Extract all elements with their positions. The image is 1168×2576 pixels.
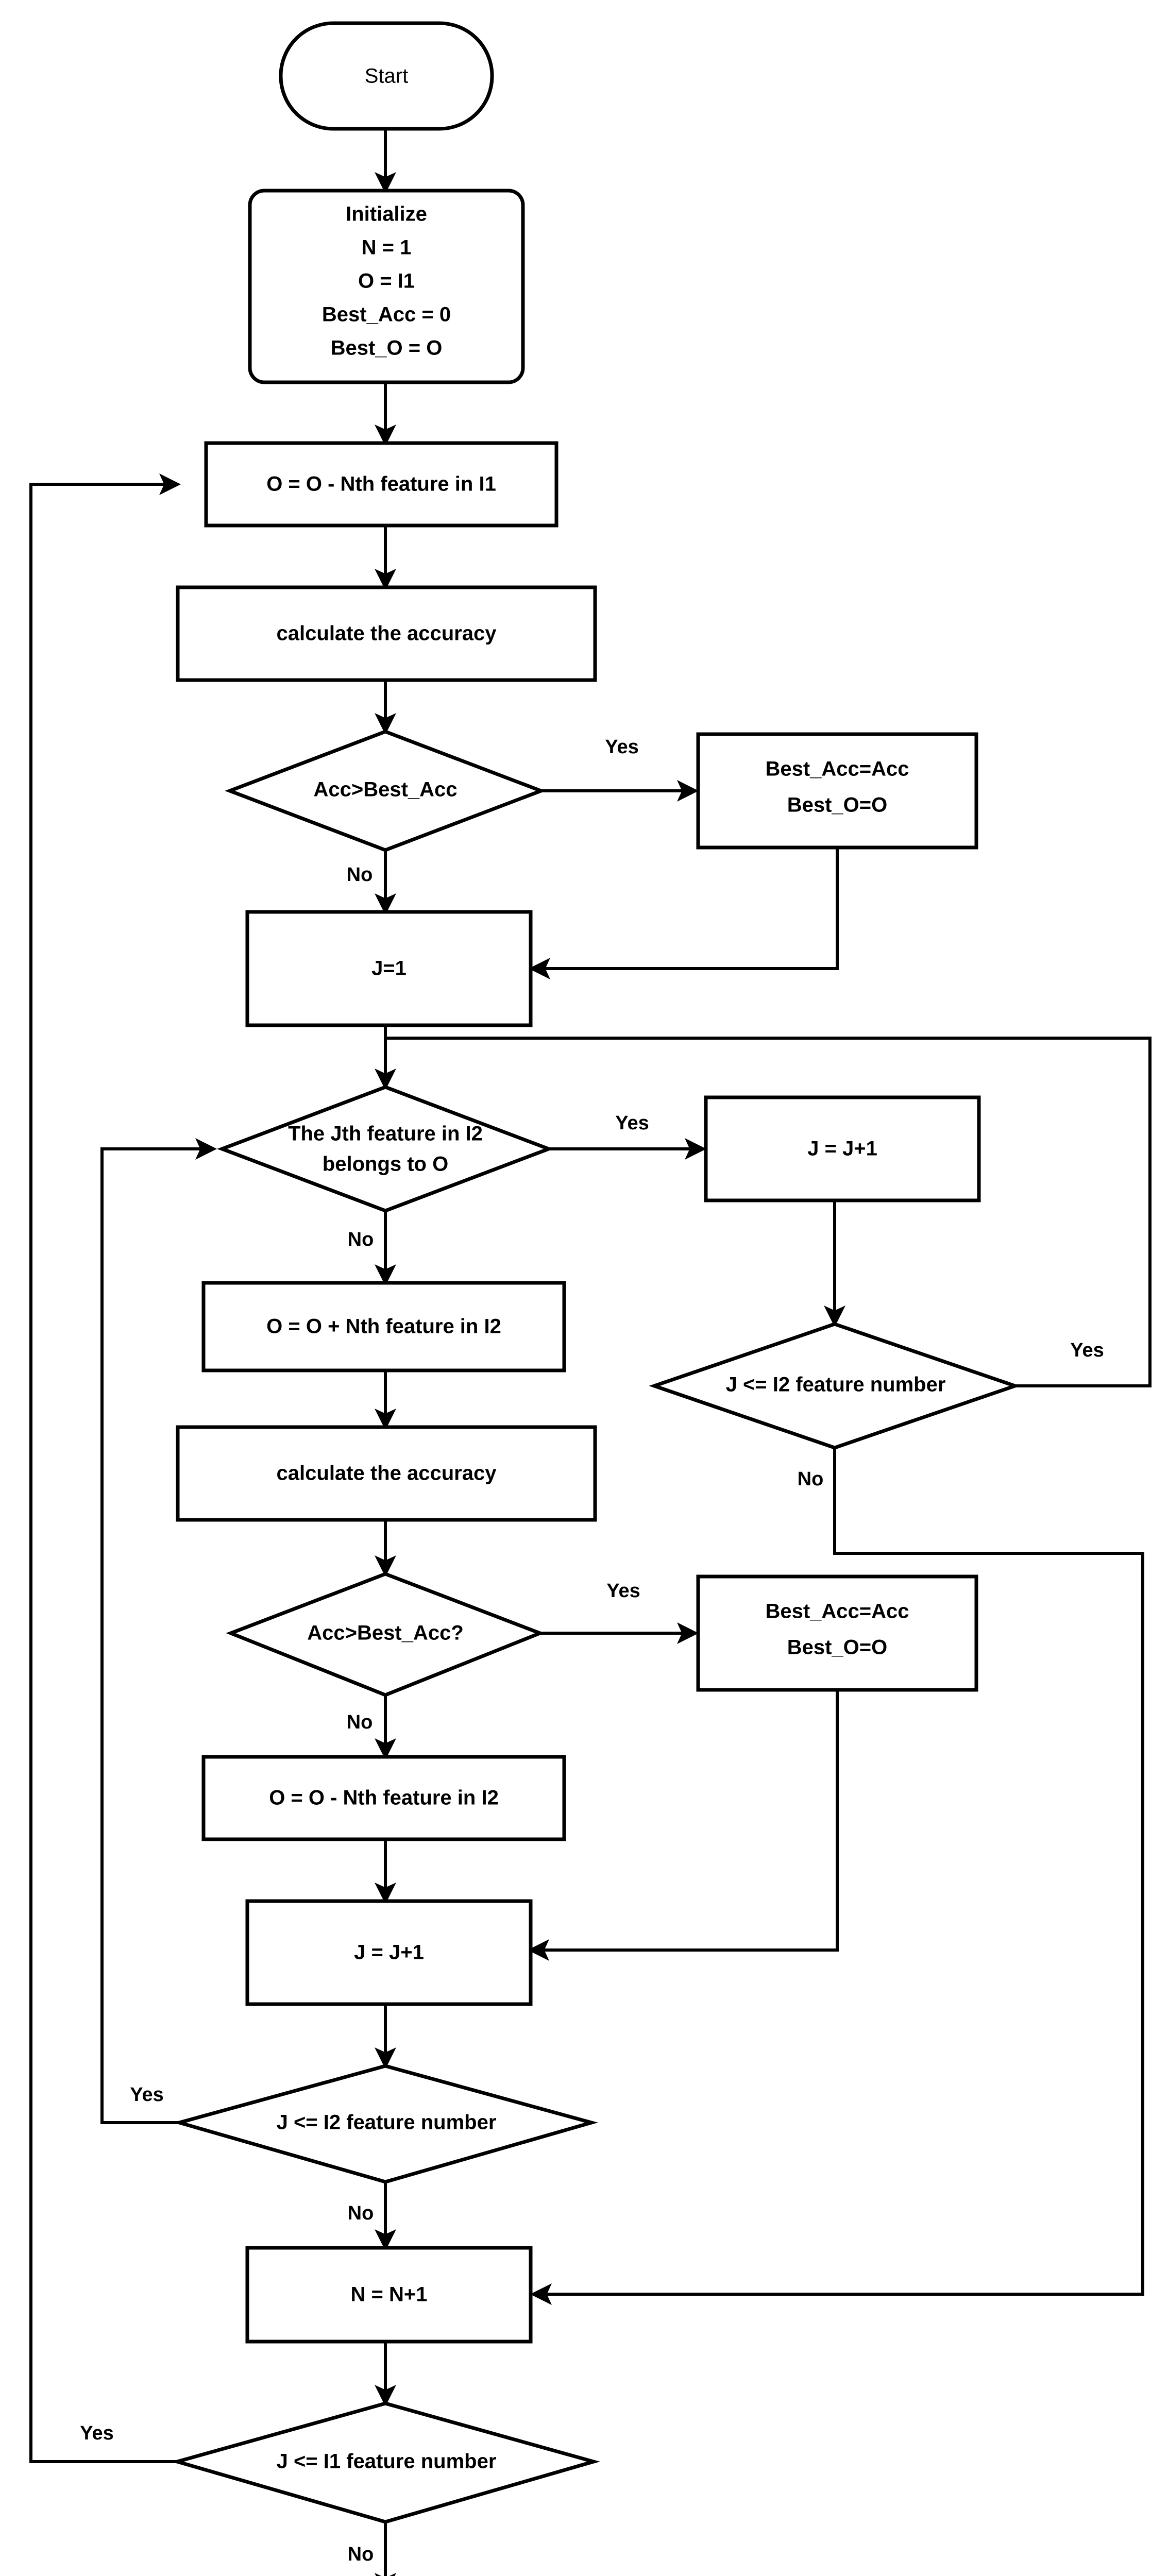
node-update-best-2-line2: Best_O=O (787, 1636, 888, 1659)
edge-update-best-1-to-j-init (529, 848, 839, 979)
node-initialize-line5: Best_O = O (331, 337, 443, 360)
node-initialize[interactable]: Initialize N = 1 O = I1 Best_Acc = 0 Bes… (248, 189, 525, 384)
node-decide-j-le-i2-bottom-label: J <= I2 feature number (277, 2111, 497, 2134)
node-calculate-accuracy-2[interactable]: calculate the accuracy (176, 1425, 597, 1522)
edge-label-yes-acc2: Yes (606, 1580, 640, 1602)
node-remove-i1-label: O = O - Nth feature in I1 (266, 473, 496, 496)
edge-update-best-2-to-j-incr-bottom (528, 1690, 839, 1961)
node-initialize-line4: Best_Acc = 0 (322, 303, 451, 326)
node-decide-acc-greater-1[interactable]: Acc>Best_Acc (225, 730, 546, 852)
edge-label-yes-acc1: Yes (605, 736, 639, 758)
node-decide-j-le-i2-bottom[interactable]: J <= I2 feature number (173, 2064, 598, 2184)
node-update-best-1[interactable]: Best_Acc=Acc Best_O=O (696, 732, 978, 850)
edge-label-yes-jth: Yes (615, 1112, 649, 1134)
node-start-label: Start (365, 65, 408, 88)
edge-label-no-acc1: No (347, 864, 373, 886)
node-j-increment-bottom[interactable]: J = J+1 (245, 1899, 533, 2006)
node-update-best-1-line1: Best_Acc=Acc (765, 758, 909, 781)
node-n-increment-label: N = N+1 (351, 2283, 428, 2306)
edge-decide-j-le-i2-top-no (530, 1448, 1144, 2305)
edge-label-no-jth: No (348, 1229, 374, 1250)
node-decide-acc-greater-2[interactable]: Acc>Best_Acc? (226, 1572, 545, 1697)
edge-label-no-j-le-i1: No (348, 2544, 374, 2565)
node-decide-jth-feature-line1: The Jth feature in I2 (288, 1123, 483, 1145)
node-update-best-2-line1: Best_Acc=Acc (765, 1600, 909, 1623)
node-decide-j-le-i2-top-label: J <= I2 feature number (726, 1374, 946, 1396)
node-decide-jth-feature-belongs[interactable]: The Jth feature in I2 belongs to O (217, 1085, 554, 1213)
edge-label-yes-j-le-i2-top: Yes (1070, 1340, 1104, 1361)
edge-decide-j-le-i1-yes (29, 473, 246, 2463)
node-decide-j-le-i1-label: J <= I1 feature number (277, 2450, 497, 2473)
node-j-increment-bottom-label: J = J+1 (354, 1941, 424, 1964)
edge-label-no-j-le-i2-bottom: No (348, 2202, 374, 2224)
node-j-increment-top-label: J = J+1 (807, 1138, 877, 1160)
node-remove-i1[interactable]: O = O - Nth feature in I1 (204, 441, 558, 528)
node-initialize-line1: Initialize (346, 203, 427, 226)
node-update-best-1-line2: Best_O=O (787, 794, 888, 817)
edge-label-yes-j-le-i1: Yes (80, 2422, 114, 2444)
node-calculate-accuracy-1[interactable]: calculate the accuracy (176, 585, 597, 682)
node-initialize-line3: O = I1 (358, 270, 415, 293)
edge-label-no-j-le-i2-top: No (798, 1468, 824, 1490)
node-decide-j-le-i1[interactable]: J <= I1 feature number (171, 2401, 600, 2524)
edge-label-no-acc2: No (347, 1711, 373, 1733)
node-initialize-line2: N = 1 (362, 236, 412, 259)
node-j-init[interactable]: J=1 (245, 910, 533, 1027)
edge-top-rail-from-j-le-i2-yes (385, 1037, 1152, 1387)
edge-label-yes-j-le-i2-bottom: Yes (130, 2084, 164, 2106)
node-add-i2-label: O = O + Nth feature in I2 (266, 1315, 501, 1338)
node-j-init-label: J=1 (371, 957, 407, 980)
node-remove-i2[interactable]: O = O - Nth feature in I2 (201, 1755, 566, 1841)
node-decide-acc-greater-2-label: Acc>Best_Acc? (307, 1622, 464, 1645)
node-decide-acc-greater-1-label: Acc>Best_Acc (313, 778, 457, 801)
node-update-best-2[interactable]: Best_Acc=Acc Best_O=O (696, 1574, 978, 1692)
node-decide-j-le-i2-top[interactable]: J <= I2 feature number (649, 1322, 1021, 1450)
node-n-increment[interactable]: N = N+1 (245, 2246, 533, 2344)
node-calculate-accuracy-2-label: calculate the accuracy (277, 1462, 497, 1485)
node-decide-jth-feature-line2: belongs to O (323, 1153, 448, 1176)
node-remove-i2-label: O = O - Nth feature in I2 (269, 1787, 499, 1809)
node-j-increment-top[interactable]: J = J+1 (704, 1095, 981, 1202)
node-add-i2[interactable]: O = O + Nth feature in I2 (201, 1281, 566, 1372)
node-calculate-accuracy-1-label: calculate the accuracy (277, 622, 497, 645)
node-start[interactable]: Start (279, 21, 494, 131)
